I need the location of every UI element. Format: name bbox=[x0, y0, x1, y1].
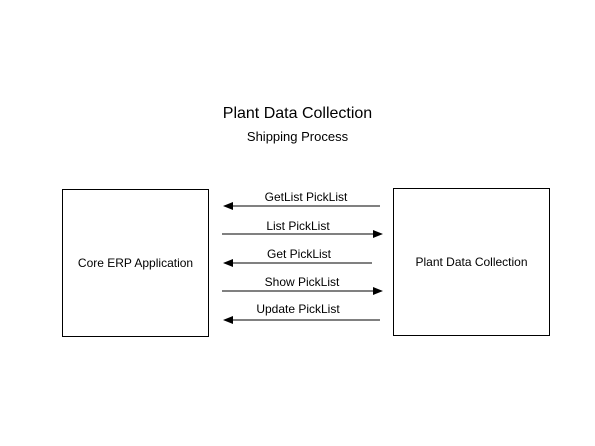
message-label-5: Update PickList bbox=[256, 302, 340, 316]
message-label-2: List PickList bbox=[266, 219, 330, 233]
core-erp-application-box: Core ERP Application bbox=[62, 189, 209, 337]
message-label-4: Show PickList bbox=[264, 275, 340, 289]
core-erp-application-label: Core ERP Application bbox=[77, 256, 194, 270]
plant-data-collection-box: Plant Data Collection bbox=[393, 188, 550, 336]
message-label-3: Get PickList bbox=[266, 247, 332, 261]
plant-data-collection-label: Plant Data Collection bbox=[415, 255, 528, 269]
diagram-title: Plant Data Collection bbox=[222, 105, 373, 122]
diagram-subtitle: Shipping Process bbox=[246, 129, 349, 144]
message-label-1: GetList PickList bbox=[264, 190, 348, 204]
